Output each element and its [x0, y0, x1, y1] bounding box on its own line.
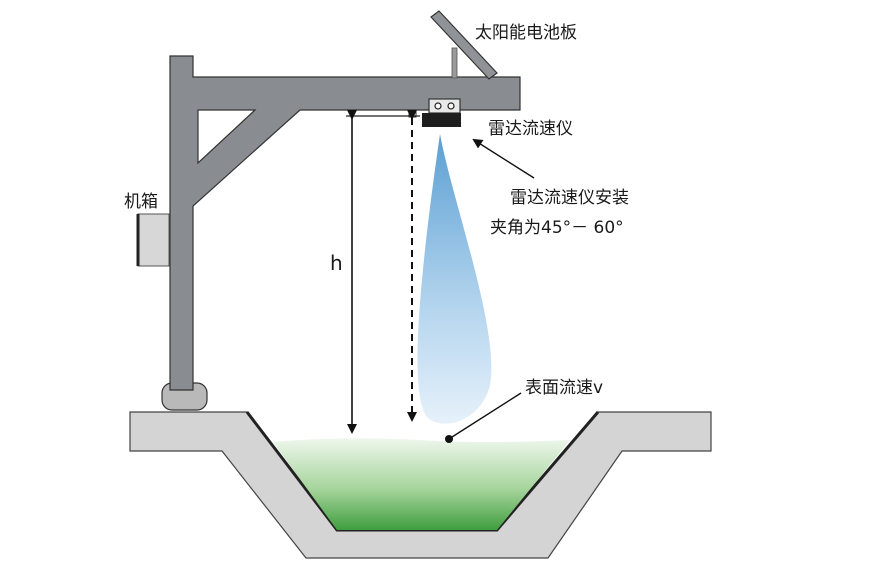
radar-device-lens-left [434, 102, 442, 110]
control-box [137, 213, 170, 267]
radar-beam [417, 134, 492, 424]
radar-device-base [422, 113, 461, 127]
solar-panel-label: 太阳能电池板 [475, 23, 577, 43]
install-angle-label-line2: 夹角为45°－ 60° [490, 218, 624, 238]
control-box-label: 机箱 [124, 192, 158, 212]
solar-panel [430, 10, 498, 80]
surface-velocity-point [445, 435, 453, 443]
brace-cutout [197, 109, 257, 165]
radar-device-housing [428, 98, 461, 114]
radar-label-arrow [472, 138, 535, 179]
velocity-label-arrow [451, 392, 522, 438]
surface-velocity-label: 表面流速v [525, 378, 603, 398]
radar-meter-label: 雷达流速仪 [488, 119, 573, 139]
radar-device-lens-right [447, 102, 455, 110]
height-label: h [330, 251, 343, 275]
water-body [273, 438, 570, 530]
solar-panel-post [451, 47, 458, 79]
install-angle-label-line1: 雷达流速仪安装 [510, 188, 629, 208]
